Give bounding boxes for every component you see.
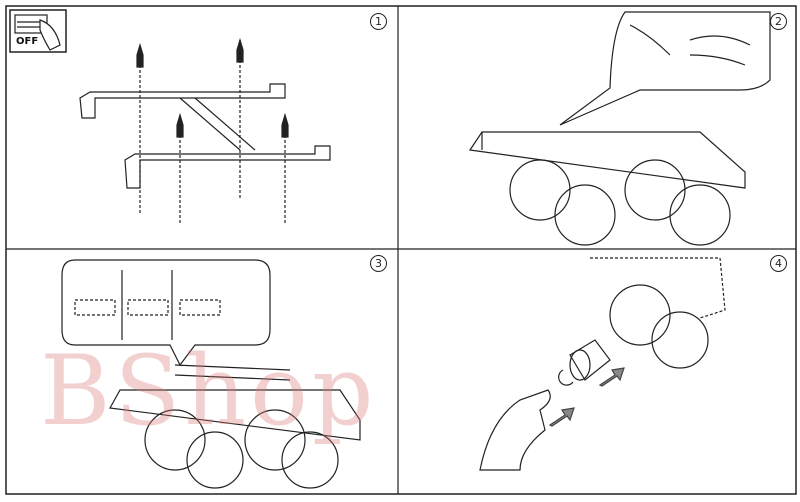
screws-and-plugs (139, 40, 286, 225)
screw-icons (136, 37, 289, 138)
connector-callout (61, 259, 271, 367)
bulb-and-ring (558, 339, 611, 386)
hand-illustration (479, 389, 551, 471)
switch-off-label: OFF (16, 36, 39, 47)
mounting-bracket-bottom (124, 145, 331, 189)
step-number-1: 1 (370, 13, 387, 30)
mounting-bracket-top (79, 83, 286, 151)
step-number-4: 4 (770, 255, 787, 272)
wiring-callout (559, 11, 771, 126)
spotlight-heads-step-2 (509, 159, 731, 246)
ceiling-plate-step-2 (468, 131, 746, 189)
power-off-switch-icon (9, 9, 67, 53)
step-number-3: 3 (370, 255, 387, 272)
ceiling-plate-step-4 (590, 257, 726, 319)
step-number-2: 2 (770, 13, 787, 30)
outer-frame (5, 5, 797, 495)
direction-arrows (548, 367, 625, 427)
spotlight-heads-step-4 (609, 284, 709, 369)
ceiling-plate-step-3 (109, 364, 361, 441)
spotlight-heads-step-3 (144, 409, 339, 489)
